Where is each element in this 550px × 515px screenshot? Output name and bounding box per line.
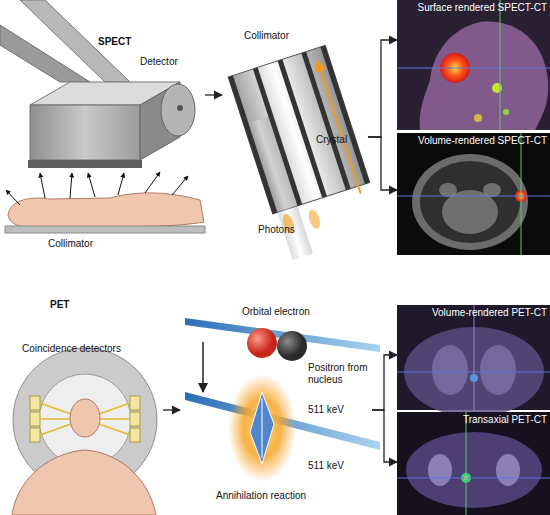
photon-arrow	[6, 190, 20, 205]
photon-arrow	[88, 173, 95, 197]
part-label: Annihilation reaction	[216, 490, 306, 502]
septum	[301, 52, 350, 190]
body-section	[406, 432, 542, 508]
pet-scanner	[12, 348, 157, 515]
gamma-photons	[250, 392, 274, 464]
pelvis-bone	[480, 345, 516, 395]
skull-inner	[420, 161, 520, 243]
collimator-block	[228, 45, 370, 213]
part-label: Photons	[258, 224, 295, 236]
detector-block	[130, 412, 140, 426]
flow-arrow	[372, 410, 397, 462]
detector-block	[30, 428, 40, 442]
crosshair	[397, 68, 550, 69]
crosshair	[466, 412, 467, 515]
part-label: Crystal	[316, 134, 347, 146]
part-label: Coincidence detectors	[22, 343, 121, 355]
detector-cylinder	[161, 84, 195, 136]
bone-section	[496, 454, 520, 486]
part-label: Detector	[140, 56, 178, 68]
spect-volume-image	[397, 133, 550, 255]
part-title: Orbital electron	[242, 306, 310, 318]
figure-part: Orbital electronPositron from nucleus 511…	[180, 300, 372, 515]
photon-arrow	[145, 172, 160, 193]
figure-part: Volume-rendered SPECT-CT	[397, 133, 550, 255]
hot-spot	[474, 114, 482, 122]
image-background	[397, 0, 550, 130]
part-title: Volume-rendered PET-CT	[432, 307, 547, 319]
figure-part: Volume-rendered PET-CT	[397, 305, 550, 410]
photon	[307, 208, 323, 230]
channel-shade	[248, 116, 312, 259]
photon-arrow	[40, 173, 45, 198]
part-label: Positron from nucleus	[308, 362, 374, 386]
electron	[247, 328, 277, 358]
image-background	[397, 133, 550, 255]
head-surface	[420, 22, 549, 130]
septum	[320, 45, 369, 183]
gamma-streak	[262, 398, 263, 458]
part-title: SPECT	[98, 36, 131, 48]
part-label: 511 keV	[308, 404, 344, 416]
photon-path	[318, 61, 361, 194]
detector-block	[130, 396, 140, 410]
flow-arrow	[205, 94, 222, 95]
part-title: Volume-rendered SPECT-CT	[418, 135, 547, 147]
collimator-plate	[28, 160, 142, 168]
annihilation-glow	[228, 374, 296, 482]
detector-block	[30, 412, 40, 426]
hot-spot	[503, 109, 509, 115]
bone-structure	[439, 183, 457, 197]
skull	[412, 154, 528, 250]
part-title: Transaxial PET-CT	[463, 414, 547, 426]
part-title: Collimator	[244, 30, 289, 42]
crosshair	[521, 133, 522, 255]
flow-arrow	[368, 137, 397, 190]
part-label: 511 keV	[308, 460, 344, 472]
positron	[277, 331, 307, 361]
detector-front	[30, 105, 140, 160]
figure-part: Transaxial PET-CT	[397, 412, 550, 515]
collimator-detail	[228, 45, 385, 261]
crosshair	[397, 196, 550, 197]
detector-block	[130, 428, 140, 442]
detector-pivot	[177, 105, 183, 111]
patient-head	[70, 399, 100, 437]
figure-part: SPECT DetectorCollimator	[0, 0, 205, 255]
pelvis-bone	[432, 345, 468, 395]
photon-arrows	[6, 172, 188, 205]
crosshair	[500, 0, 501, 130]
figure-part: PET Coincidence detectors	[0, 255, 163, 515]
part-title: Surface rendered SPECT-CT	[418, 2, 548, 14]
photon-arrow	[70, 173, 72, 198]
bone-structure	[483, 183, 501, 197]
figure-part: Surface rendered SPECT-CT	[397, 0, 550, 130]
part-title: PET	[50, 299, 69, 311]
photon-arrow	[118, 173, 124, 195]
spect-surface-image	[397, 0, 550, 130]
detector-block	[30, 396, 40, 410]
bone-section	[428, 454, 452, 486]
part-label: Collimator	[48, 238, 93, 250]
patient-table	[5, 226, 205, 233]
crosshair	[474, 305, 475, 410]
pet-transaxial-image	[397, 412, 550, 515]
figure-part: CollimatorCrystalPhotons	[222, 0, 368, 255]
transition-arrow	[202, 342, 204, 392]
pet-volume-image	[397, 305, 550, 417]
patient-body	[8, 193, 204, 229]
flow-arrow	[372, 355, 397, 410]
flow-arrow	[163, 409, 180, 410]
spect-scanner	[0, 0, 205, 233]
image-background	[397, 412, 550, 515]
annihilation-detail	[185, 318, 380, 482]
photon-arrow	[172, 176, 188, 195]
patient-body	[12, 450, 156, 515]
flow-arrow	[368, 40, 397, 137]
crosshair	[397, 478, 550, 479]
